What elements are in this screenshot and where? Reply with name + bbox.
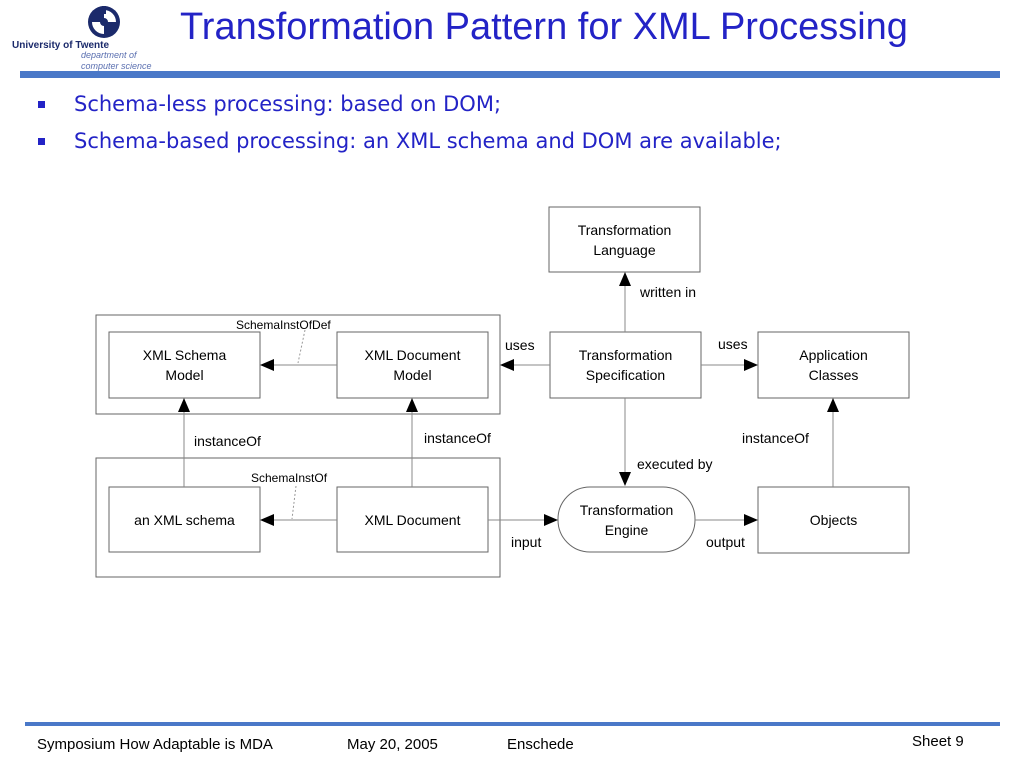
box-label-line: Model xyxy=(165,367,203,383)
output-label: output xyxy=(706,534,745,550)
schema-inst-of-def-connector xyxy=(297,329,306,364)
executed-by-label: executed by xyxy=(637,456,713,472)
bullet-square-icon xyxy=(38,101,45,108)
schema-inst-of-label: SchemaInstOf xyxy=(251,471,328,485)
box-label-line: Model xyxy=(393,367,431,383)
uses-right-label: uses xyxy=(718,336,748,352)
xml-document-box: XML Document xyxy=(336,486,489,553)
box-label-line: Transformation xyxy=(579,347,673,363)
box-label-line: Transformation xyxy=(580,502,674,518)
title-divider xyxy=(20,71,1000,78)
university-of-twente-logo-icon xyxy=(88,6,120,38)
bullet-item: Schema-based processing: an XML schema a… xyxy=(38,129,782,154)
bullet-text: Schema-less processing: based on DOM; xyxy=(74,92,502,116)
logo-dept-line1: department of xyxy=(81,50,137,60)
footer-event: Symposium How Adaptable is MDA xyxy=(37,736,273,753)
bullet-text: Schema-based processing: an XML schema a… xyxy=(74,129,782,153)
schema-inst-of-connector xyxy=(291,485,297,520)
application-classes-box: Application Classes xyxy=(757,331,910,399)
objects-box: Objects xyxy=(757,486,910,554)
box-label-line: XML Schema xyxy=(143,347,227,363)
footer-sheet-number: Sheet 9 xyxy=(912,733,964,750)
box-label-line: Transformation xyxy=(578,222,672,238)
written-in-label: written in xyxy=(639,284,696,300)
transformation-specification-box: Transformation Specification xyxy=(549,331,702,399)
logo-university-name: University of Twente xyxy=(12,40,110,51)
an-xml-schema-box: an XML schema xyxy=(108,486,261,553)
xml-document-model-box: XML Document Model xyxy=(336,331,489,399)
instance-of-left-label: instanceOf xyxy=(194,433,261,449)
instance-of-right-label: instanceOf xyxy=(742,430,809,446)
logo-dept-line2: computer science xyxy=(81,61,152,71)
bullet-square-icon xyxy=(38,138,45,145)
box-label-line: Application xyxy=(799,347,868,363)
footer-date: May 20, 2005 xyxy=(347,736,438,753)
box-label-line: an XML schema xyxy=(134,512,235,528)
instance-group-container xyxy=(95,457,501,578)
xml-schema-model-box: XML Schema Model xyxy=(108,331,261,399)
box-label-line: Language xyxy=(593,242,656,258)
footer-divider xyxy=(25,722,1000,726)
box-label-line: XML Document xyxy=(365,512,461,528)
schema-inst-of-def-label: SchemaInstOfDef xyxy=(236,318,331,332)
bullet-list: Schema-less processing: based on DOM; Sc… xyxy=(38,92,782,166)
box-label-line: Engine xyxy=(605,522,649,538)
slide-title: Transformation Pattern for XML Processin… xyxy=(180,6,908,48)
logo-department: department of computer science xyxy=(81,50,152,72)
uses-left-label: uses xyxy=(505,337,535,353)
box-label-line: XML Document xyxy=(365,347,461,363)
box-label-line: Specification xyxy=(586,367,665,383)
box-label-line: Classes xyxy=(809,367,859,383)
bullet-item: Schema-less processing: based on DOM; xyxy=(38,92,782,117)
box-label-line: Objects xyxy=(810,512,857,528)
input-label: input xyxy=(511,534,541,550)
instance-of-middle-label: instanceOf xyxy=(424,430,491,446)
transformation-language-box: Transformation Language xyxy=(548,206,701,273)
university-logo: University of Twente department of compu… xyxy=(8,4,168,72)
footer-place: Enschede xyxy=(507,736,574,753)
transformation-engine-box: Transformation Engine xyxy=(557,486,696,553)
